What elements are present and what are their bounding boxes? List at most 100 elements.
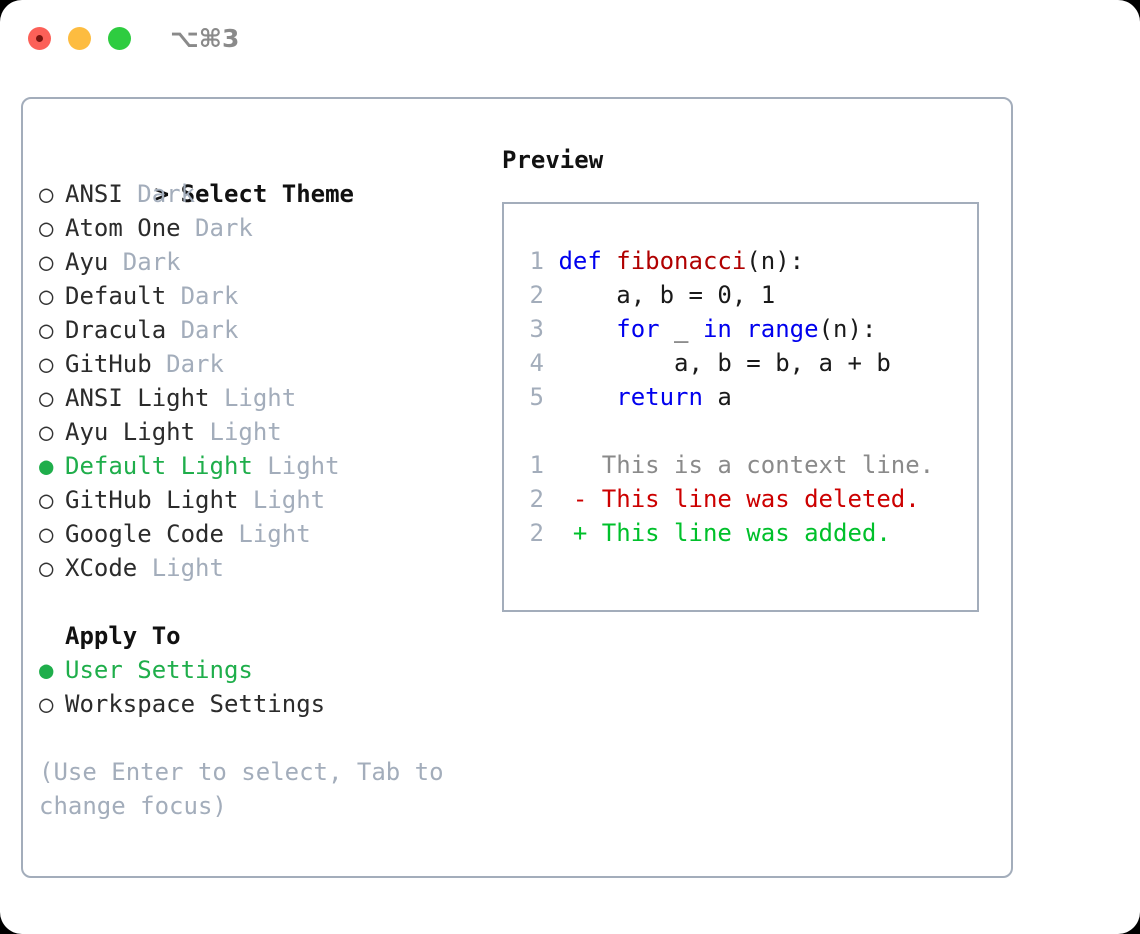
theme-list-item[interactable]: ● Default Light Light [39, 449, 499, 483]
radio-unselected-icon[interactable]: ○ [39, 248, 68, 276]
apply-to-list: ● User Settings○ Workspace Settings [39, 653, 499, 721]
line-number: 1 [529, 247, 544, 275]
line-number: 2 [529, 485, 544, 513]
code-line: 2 a, b = 0, 1 [510, 278, 975, 312]
theme-list-item[interactable]: ○ ANSI Dark [39, 177, 499, 211]
theme-list-item[interactable]: ○ Atom One Dark [39, 211, 499, 245]
theme-variant-tag: Dark [122, 180, 196, 208]
radio-unselected-icon[interactable]: ○ [39, 690, 68, 718]
code-token: return [616, 383, 703, 411]
prompt-caret-icon: > [154, 180, 184, 208]
theme-name-label: GitHub [65, 350, 152, 378]
line-number: 1 [529, 451, 544, 479]
line-number: 2 [529, 519, 544, 547]
title-bar: ⌥⌘3 [0, 0, 1140, 78]
radio-unselected-icon[interactable]: ○ [39, 350, 68, 378]
radio-unselected-icon[interactable]: ○ [39, 554, 68, 582]
diff-line: 2 + This line was added. [510, 516, 975, 550]
theme-variant-tag: Light [137, 554, 224, 582]
hint-spacer [39, 721, 499, 755]
radio-unselected-icon[interactable]: ○ [39, 418, 68, 446]
theme-list-item[interactable]: ○ Ayu Dark [39, 245, 499, 279]
apply-to-item[interactable]: ○ Workspace Settings [39, 687, 499, 721]
radio-unselected-icon[interactable]: ○ [39, 520, 68, 548]
theme-selector-panel: > Select Theme ○ ANSI Dark○ Atom One Dar… [21, 97, 1013, 878]
diff-sample: 1 This is a context line.2 - This line w… [510, 448, 975, 550]
code-line: 1 def fibonacci(n): [510, 244, 975, 278]
theme-list-item[interactable]: ○ Ayu Light Light [39, 415, 499, 449]
theme-name-label: Atom One [65, 214, 181, 242]
theme-list-item[interactable]: ○ GitHub Dark [39, 347, 499, 381]
theme-list-item[interactable]: ○ GitHub Light Light [39, 483, 499, 517]
radio-selected-icon[interactable]: ● [39, 452, 68, 480]
theme-variant-tag: Dark [166, 316, 239, 344]
code-token [558, 383, 616, 411]
theme-list-item[interactable]: ○ Dracula Dark [39, 313, 499, 347]
diff-text: + This line was added. [558, 519, 891, 547]
apply-to-label: Workspace Settings [65, 690, 326, 718]
radio-unselected-icon[interactable]: ○ [39, 486, 68, 514]
theme-variant-tag: Dark [151, 350, 224, 378]
apply-to-header: Apply To [65, 622, 181, 650]
diff-line: 2 - This line was deleted. [510, 482, 975, 516]
theme-list-header: > Select Theme [39, 143, 499, 208]
theme-list-column: > Select Theme ○ ANSI Dark○ Atom One Dar… [39, 143, 499, 823]
theme-name-label: ANSI Light [65, 384, 210, 412]
code-line: 4 a, b = b, a + b [510, 346, 975, 380]
code-line: 3 for _ in range(n): [510, 312, 975, 346]
diff-text: - This line was deleted. [558, 485, 920, 513]
code-token: (n): [746, 247, 805, 275]
theme-name-label: Ayu [65, 248, 109, 276]
code-token: a, b = b, a + b [558, 349, 891, 377]
diff-text: This is a context line. [558, 451, 935, 479]
theme-name-label: Default Light [65, 452, 253, 480]
theme-name-label: ANSI [65, 180, 123, 208]
line-number: 4 [529, 349, 544, 377]
code-token: a, b = 0, 1 [558, 281, 776, 309]
theme-variant-tag: Light [238, 486, 326, 514]
radio-unselected-icon[interactable]: ○ [39, 282, 68, 310]
code-token: in [702, 315, 732, 343]
theme-name-label: XCode [65, 554, 138, 582]
theme-variant-tag: Dark [166, 282, 239, 310]
diff-line: 1 This is a context line. [510, 448, 975, 482]
theme-variant-tag: Dark [108, 248, 181, 276]
theme-name-label: GitHub Light [65, 486, 239, 514]
code-token: for [616, 315, 660, 343]
window-title: ⌥⌘3 [170, 24, 240, 53]
list-spacer [39, 585, 499, 619]
close-button[interactable] [28, 27, 51, 50]
theme-name-label: Default [65, 282, 167, 310]
theme-list: ○ ANSI Dark○ Atom One Dark○ Ayu Dark○ De… [39, 177, 499, 585]
code-token: a [702, 383, 732, 411]
theme-list-item[interactable]: ○ Google Code Light [39, 517, 499, 551]
theme-variant-tag: Dark [180, 214, 253, 242]
maximize-button[interactable] [108, 27, 131, 50]
code-line: 5 return a [510, 380, 975, 414]
radio-unselected-icon[interactable]: ○ [39, 316, 68, 344]
theme-list-item[interactable]: ○ XCode Light [39, 551, 499, 585]
theme-list-item[interactable]: ○ Default Dark [39, 279, 499, 313]
code-diff-separator [510, 414, 975, 448]
radio-unselected-icon[interactable]: ○ [39, 214, 68, 242]
theme-list-header-label: Select Theme [180, 180, 354, 208]
preview-title: Preview [502, 146, 604, 174]
apply-to-item[interactable]: ● User Settings [39, 653, 499, 687]
radio-unselected-icon[interactable]: ○ [39, 180, 68, 208]
line-number: 2 [529, 281, 544, 309]
code-token: def [558, 247, 617, 275]
theme-list-item[interactable]: ○ ANSI Light Light [39, 381, 499, 415]
radio-selected-icon[interactable]: ● [39, 656, 68, 684]
keyboard-hint: (Use Enter to select, Tab to change focu… [39, 758, 459, 820]
theme-name-label: Dracula [65, 316, 167, 344]
code-token: (n): [818, 315, 877, 343]
theme-name-label: Ayu Light [65, 418, 196, 446]
theme-variant-tag: Light [252, 452, 340, 480]
minimize-button[interactable] [68, 27, 91, 50]
code-token: _ [659, 315, 703, 343]
preview-column: Preview 1 def fibonacci(n):2 a, b = 0, 1… [502, 143, 1002, 612]
radio-unselected-icon[interactable]: ○ [39, 384, 68, 412]
